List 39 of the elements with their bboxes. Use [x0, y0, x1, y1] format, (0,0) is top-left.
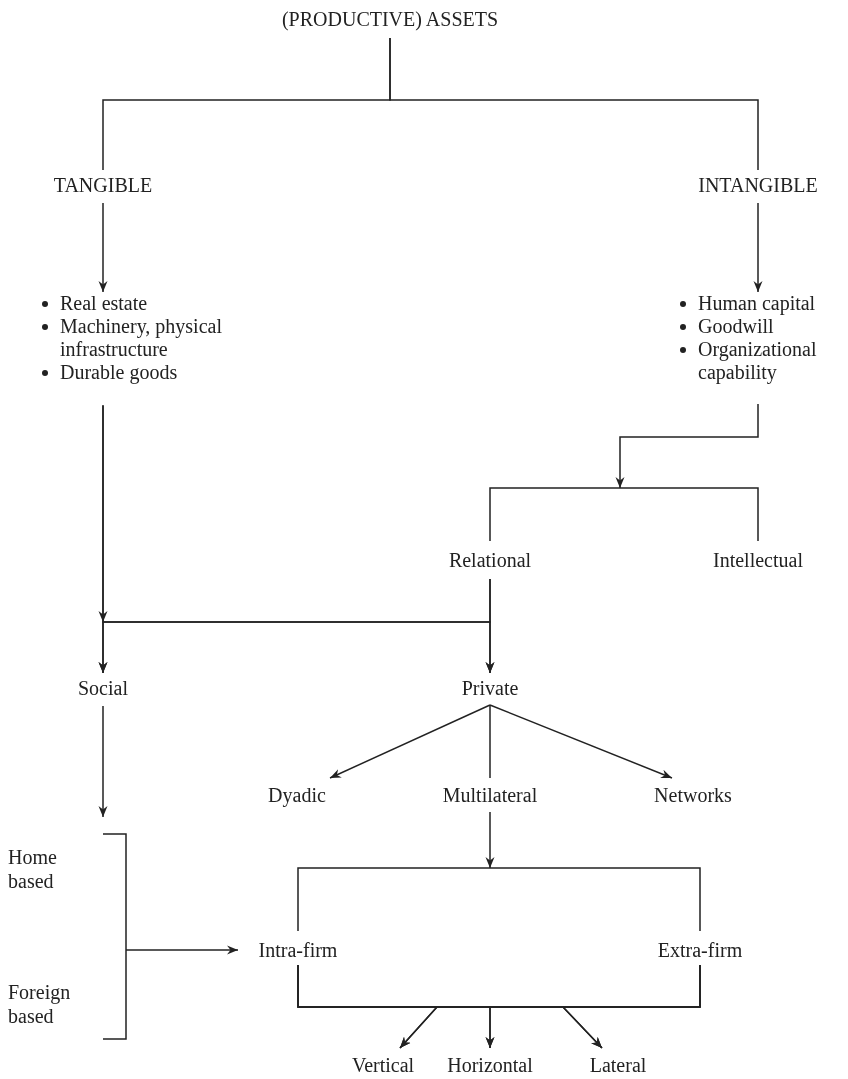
bracket-label: Home based: [8, 845, 58, 893]
node-label: TANGIBLE: [33, 170, 173, 200]
list-item: Real estate: [60, 292, 148, 315]
node-label: Intra-firm: [238, 935, 358, 965]
arrow: [125, 945, 239, 955]
list-item: Organizational capability: [698, 338, 818, 384]
node-label: Social: [53, 673, 153, 703]
arrow: [485, 578, 495, 674]
arrow: [485, 811, 495, 869]
node-label: (PRODUCTIVE) ASSETS: [230, 4, 550, 34]
node-label: INTANGIBLE: [683, 170, 833, 200]
list-item: Human capital: [698, 292, 816, 315]
node-label: Networks: [633, 780, 753, 810]
node-label: Multilateral: [425, 780, 555, 810]
node-label: Vertical: [338, 1050, 428, 1078]
connector-line: [489, 704, 491, 779]
arrow: [329, 704, 491, 779]
connector-line: [389, 37, 759, 171]
connector-line: [489, 487, 621, 542]
connector-line: [297, 867, 491, 932]
arrow: [489, 704, 673, 779]
node-label: Intellectual: [693, 545, 823, 575]
arrow: [561, 964, 701, 1049]
connector-line: [619, 487, 759, 542]
node-label: Extra-firm: [640, 935, 760, 965]
list-item: Durable goods: [60, 361, 178, 384]
node-label: Dyadic: [247, 780, 347, 810]
arrow: [98, 202, 108, 293]
arrow: [98, 705, 108, 818]
connector-line: [489, 867, 701, 932]
arrow: [753, 202, 763, 293]
arrow: [615, 403, 759, 489]
node-label: Private: [440, 673, 540, 703]
list-item: Machinery, physical infrastructure: [60, 315, 223, 361]
bracket-label: Foreign based: [8, 980, 72, 1028]
node-label: Relational: [430, 545, 550, 575]
node-label: Lateral: [578, 1050, 658, 1078]
node-label: Horizontal: [430, 1050, 550, 1078]
list-item: Goodwill: [698, 315, 774, 338]
